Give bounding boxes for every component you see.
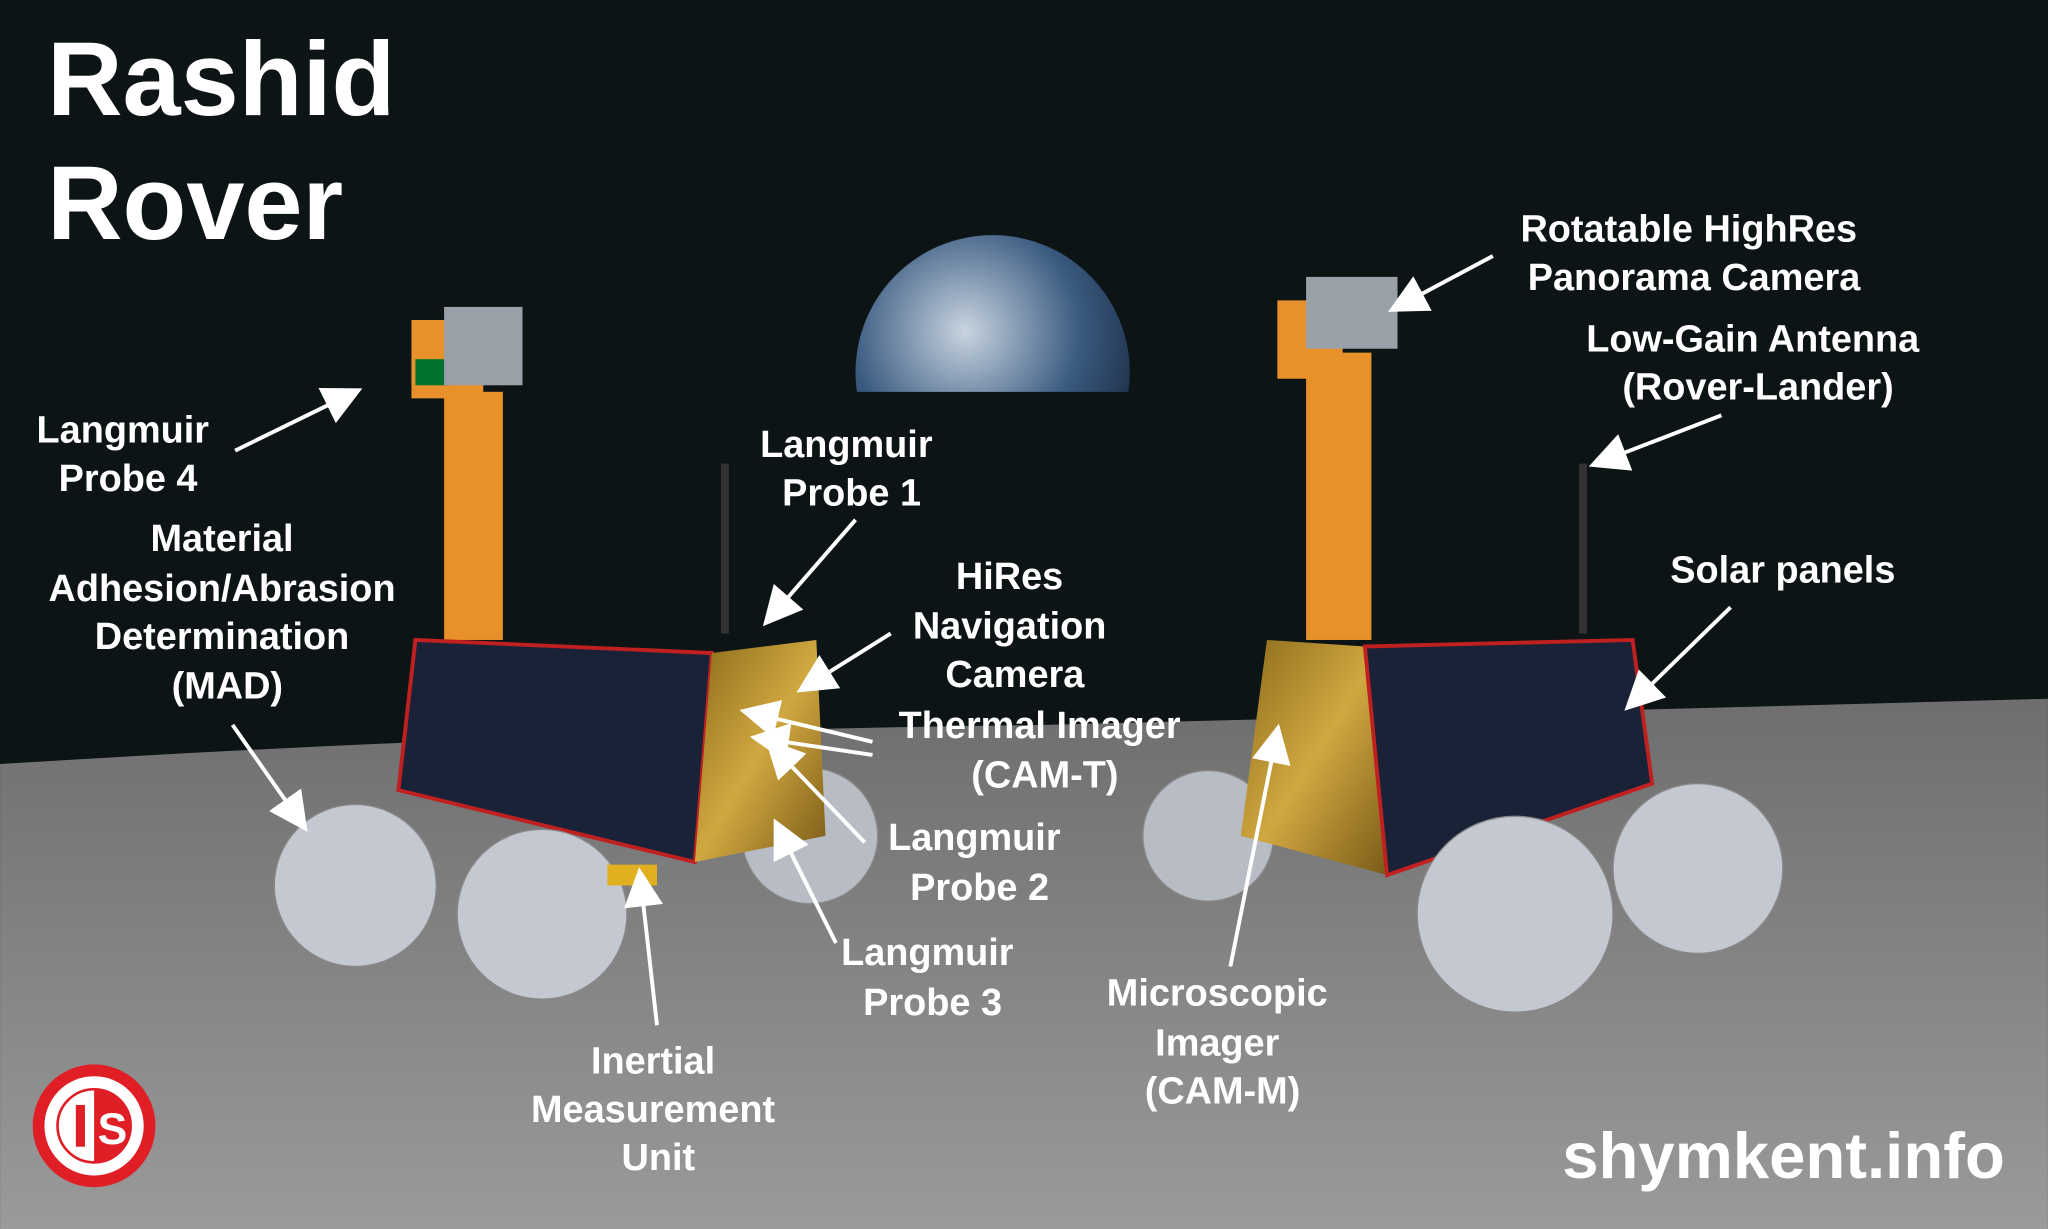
rover-right <box>1142 276 1784 1013</box>
arrow-imu <box>624 867 664 1026</box>
label-hires-nav-camera: HiRes Navigation Camera <box>913 556 1117 696</box>
svg-text:S: S <box>98 1105 128 1154</box>
label-thermal-imager: Thermal Imager (CAM-T) <box>899 705 1191 797</box>
infoshymkent-logo: S <box>32 1064 156 1188</box>
arrow-panorama-camera <box>1388 254 1494 312</box>
rover-left <box>273 306 879 1000</box>
wheel <box>273 803 437 968</box>
label-langmuir-probe-4: Langmuir Probe 4 <box>37 410 220 500</box>
label-mad: Material Adhesion/Abrasion Determination… <box>49 518 407 708</box>
title-line: Rashid <box>47 21 395 138</box>
arrow-langmuir-probe-1 <box>762 518 857 627</box>
arm <box>444 391 503 640</box>
solar-panels <box>1362 637 1655 878</box>
arm <box>1306 352 1372 640</box>
arrow-hires-nav-camera <box>796 631 892 693</box>
pano-camera <box>444 306 523 386</box>
uae-flag <box>415 359 450 386</box>
wheel <box>456 828 628 1000</box>
imu-box <box>607 864 657 886</box>
label-langmuir-probe-1: Langmuir Probe 1 <box>760 424 943 514</box>
gold-foil <box>694 639 826 862</box>
wheel <box>1416 815 1614 1013</box>
label-microscopic-imager: Microscopic Imager (CAM-M) <box>1107 973 1338 1113</box>
earth <box>855 235 1130 392</box>
watermark: shymkent.info <box>1562 1119 2005 1192</box>
label-imu: Inertial Measurement Unit <box>531 1041 786 1180</box>
title: Rashid Rover <box>47 21 424 262</box>
pano-camera <box>1306 276 1398 349</box>
arrow-langmuir-probe-4 <box>234 387 363 453</box>
arrow-low-gain-antenna <box>1588 413 1723 471</box>
label-langmuir-probe-2: Langmuir Probe 2 <box>888 817 1071 909</box>
arrow-microscopic-imager <box>1228 723 1291 967</box>
label-panorama-camera: Rotatable HighRes Panorama Camera <box>1520 209 1867 299</box>
arrow-thermal-imager <box>739 700 873 744</box>
wheel <box>1612 782 1784 955</box>
label-langmuir-probe-3: Langmuir Probe 3 <box>841 932 1024 1024</box>
arrow-langmuir-probe-2 <box>765 738 867 844</box>
arrow-solar-panels <box>1624 605 1732 711</box>
label-solar-panels: Solar panels <box>1670 550 1895 592</box>
title-line: Rover <box>47 145 343 262</box>
arrow-langmuir-probe-3 <box>773 818 838 944</box>
arrows <box>230 254 1732 1026</box>
arrow-mad <box>230 723 308 832</box>
label-low-gain-antenna: Low-Gain Antenna (Rover-Lander) <box>1586 318 1930 408</box>
gold-foil <box>1240 639 1388 876</box>
